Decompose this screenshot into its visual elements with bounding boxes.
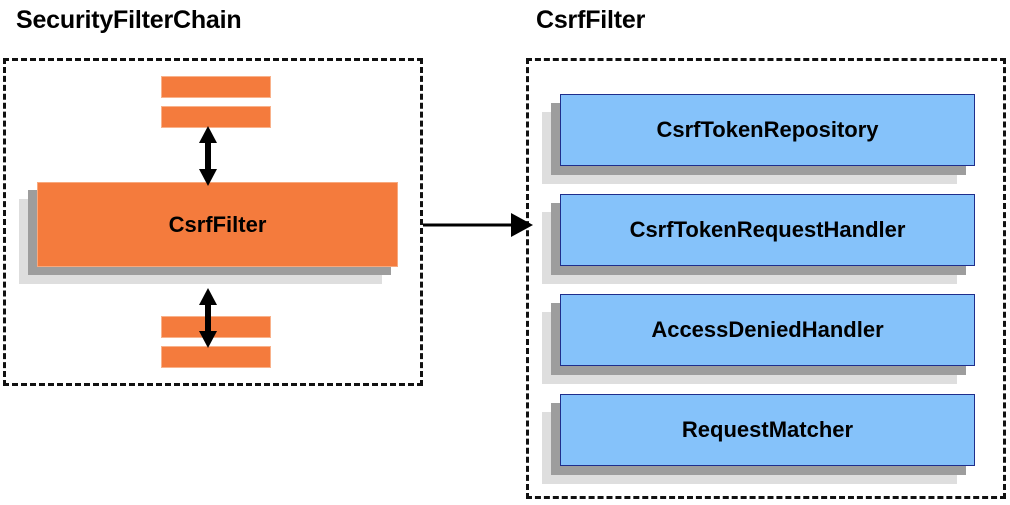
filter-slab-below-2 [161, 346, 271, 368]
double-arrow-above-icon [199, 126, 217, 186]
connector-arrow-icon [423, 213, 533, 237]
page-title-csrf-filter: CsrfFilter [536, 6, 646, 34]
filter-slab-above-1 [161, 76, 271, 98]
box-csrf-token-request-handler-label: CsrfTokenRequestHandler [629, 217, 906, 242]
page-title-security-filter-chain: SecurityFilterChain [16, 6, 242, 34]
filter-slab-above-2 [161, 106, 271, 128]
filter-slab-below-1 [161, 316, 271, 338]
box-csrf-token-request-handler[interactable]: CsrfTokenRequestHandler [560, 194, 975, 266]
box-request-matcher-label: RequestMatcher [681, 417, 854, 442]
box-csrf-filter-label: CsrfFilter [168, 211, 267, 237]
box-access-denied-handler-label: AccessDeniedHandler [651, 317, 884, 342]
panel-csrf-filter [526, 58, 1006, 499]
box-access-denied-handler[interactable]: AccessDeniedHandler [560, 294, 975, 366]
box-csrf-filter[interactable]: CsrfFilter [37, 182, 398, 267]
box-csrf-token-repository-label: CsrfTokenRepository [656, 117, 879, 142]
double-arrow-below-icon [199, 288, 217, 348]
box-csrf-token-repository[interactable]: CsrfTokenRepository [560, 94, 975, 166]
box-request-matcher[interactable]: RequestMatcher [560, 394, 975, 466]
panel-security-filter-chain [3, 58, 423, 386]
